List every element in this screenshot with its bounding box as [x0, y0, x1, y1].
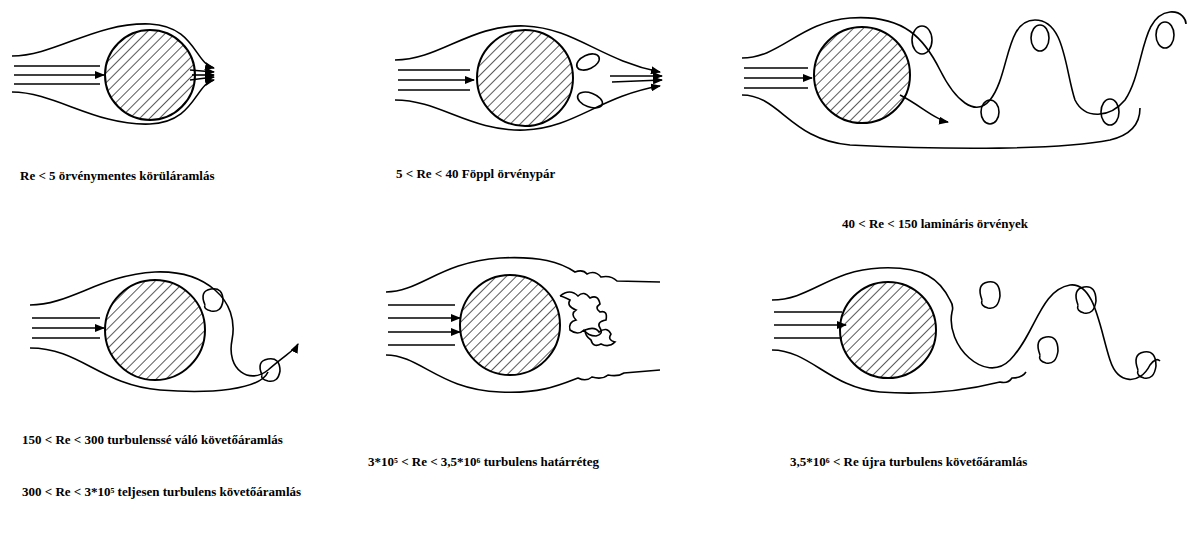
cylinder — [460, 275, 560, 375]
reynolds-caption: 5 < Re < 40 Föppl örvénypár — [396, 166, 726, 182]
vortex — [574, 51, 602, 74]
reynolds-caption: 3,5*10⁶ < Re újra turbulens követőáramlá… — [790, 454, 1185, 470]
vortex — [203, 289, 223, 312]
vortex — [1076, 287, 1096, 313]
turbulent-wake — [560, 292, 606, 336]
turbulent-wake — [585, 328, 615, 345]
streamline — [744, 87, 808, 89]
streamline — [32, 317, 100, 319]
reynolds-caption: Re < 5 örvénymentes körüláramlás — [20, 168, 380, 184]
streamline — [744, 77, 812, 79]
vortex — [575, 89, 604, 111]
streamline — [398, 89, 470, 91]
reynolds-caption: 150 < Re < 300 turbulenssé váló követőár… — [22, 432, 307, 448]
cylinder — [814, 27, 910, 123]
reynolds-caption: 40 < Re < 150 lamináris örvények — [842, 216, 1182, 232]
streamline — [774, 324, 846, 326]
streamline — [388, 344, 455, 346]
streamline — [14, 83, 100, 85]
streamline — [388, 304, 455, 306]
vortex — [1031, 25, 1049, 51]
vortex — [1038, 337, 1058, 363]
streamline — [612, 80, 662, 82]
streamline — [14, 74, 104, 76]
streamline — [742, 12, 1186, 114]
streamline — [398, 69, 470, 71]
vortex — [1136, 352, 1156, 378]
vortex — [980, 282, 1000, 308]
streamline — [774, 311, 842, 313]
streamline — [900, 95, 948, 122]
cylinder — [477, 30, 573, 126]
cylinder — [840, 282, 936, 378]
streamline — [388, 331, 460, 333]
streamline — [772, 268, 1160, 380]
streamline — [32, 327, 104, 329]
vortex — [912, 26, 932, 54]
vortex — [981, 100, 999, 124]
streamline — [774, 337, 842, 339]
reynolds-caption: 300 < Re < 3*10⁵ teljesen turbulens köve… — [22, 484, 307, 500]
vortex — [1101, 99, 1119, 125]
cylinder — [105, 30, 195, 120]
streamline — [398, 79, 474, 81]
streamline — [742, 95, 1140, 148]
vortex — [260, 359, 280, 382]
reynolds-caption: 3*10⁵ < Re < 3,5*10⁶ turbulens határréte… — [368, 454, 768, 470]
cylinder — [105, 280, 205, 380]
streamline — [610, 75, 662, 77]
streamline — [388, 317, 460, 319]
streamline — [32, 337, 100, 339]
streamline — [744, 67, 808, 69]
vortex — [1156, 22, 1174, 48]
streamline — [14, 65, 100, 67]
